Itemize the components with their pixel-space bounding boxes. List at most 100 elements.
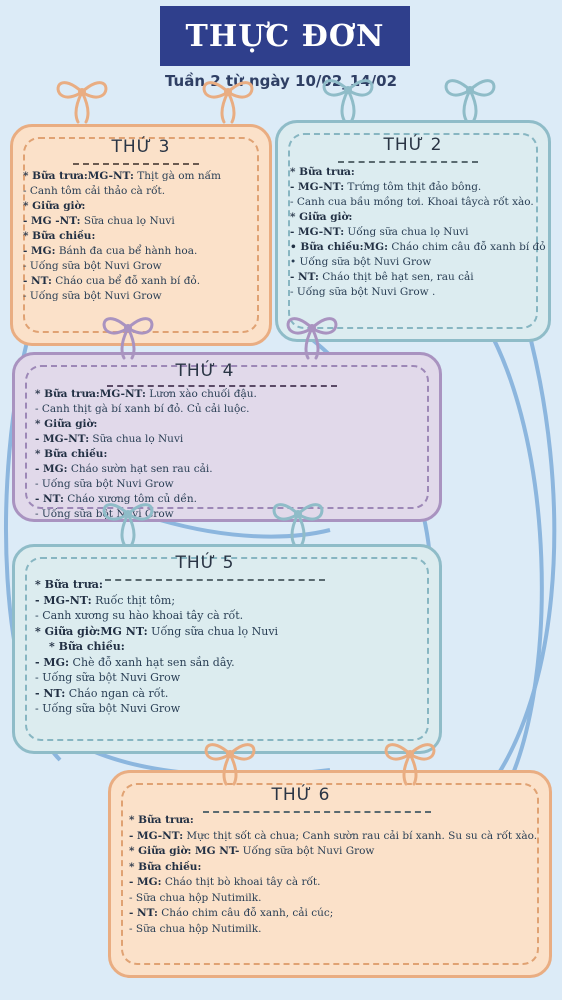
menu-line: - Uống sữa bột Nuvi Grow bbox=[23, 260, 162, 272]
menu-text: Trứng tôm thịt đảo bông. bbox=[344, 181, 482, 193]
menu-label: * Giữa giờ: MG NT- bbox=[129, 845, 240, 857]
menu-label: - MG-NT: bbox=[290, 226, 345, 238]
menu-text: Uống sữa bột Nuvi Grow bbox=[239, 845, 375, 857]
menu-label: * Bữa trưa:MG-NT: bbox=[35, 388, 146, 400]
menu-text: Cháo ngan cà rốt. bbox=[65, 686, 169, 700]
menu-line: - Canh tôm cải thảo cà rốt. bbox=[23, 185, 166, 197]
menu-text: Cháo chim câu đỗ xanh, cải cúc; bbox=[157, 907, 334, 919]
menu-label: - NT: bbox=[35, 686, 66, 700]
menu-text: Sữa chua lọ Nuvi bbox=[89, 433, 184, 445]
page-subtitle: Tuần 2 từ ngày 10/02_14/02 bbox=[164, 72, 398, 90]
menu-label: * Bữa chiều: bbox=[35, 448, 108, 460]
menu-line: • Uống sữa bột Nuvi Grow bbox=[290, 256, 432, 268]
day-title: THỨ 3 bbox=[111, 137, 171, 157]
menu-label: * Bữa chiều: bbox=[129, 860, 202, 873]
bow-ribbon-icon bbox=[56, 81, 108, 124]
bow-ribbon-icon bbox=[272, 503, 324, 546]
day-title: THỨ 5 bbox=[175, 553, 235, 573]
menu-label: * Bữa chiều: bbox=[23, 230, 96, 242]
title-underline bbox=[73, 163, 199, 165]
menu-line: - Sữa chua hộp Nutimilk. bbox=[129, 891, 262, 904]
day-menu: * Bữa trưa: - MG-NT: Mực thịt sốt cà chu… bbox=[129, 813, 537, 937]
menu-label: - MG-NT: bbox=[290, 181, 345, 193]
menu-line: - Canh xương su hào khoai tây cà rốt. bbox=[35, 609, 244, 622]
menu-line: - Uống sữa bột Nuvi Grow bbox=[35, 702, 181, 715]
bow-ribbon-icon bbox=[322, 79, 374, 122]
bow-ribbon-icon bbox=[204, 743, 256, 786]
menu-label: - NT: bbox=[290, 271, 319, 283]
day-card-thu6: THỨ 6 * Bữa trưa: - MG-NT: Mực thịt sốt … bbox=[108, 770, 552, 978]
menu-label: * Giữa giờ:MG NT: bbox=[35, 624, 148, 638]
menu-label: - MG: bbox=[35, 655, 70, 669]
menu-text: Cháo thịt bê hạt sen, rau cải bbox=[318, 271, 474, 283]
menu-line: - Uống sữa bột Nuvi Grow bbox=[23, 290, 162, 302]
menu-label: * Bữa trưa:MG-NT: bbox=[23, 170, 134, 182]
menu-label: * Bữa trưa: bbox=[129, 814, 194, 826]
menu-text: Bánh đa cua bể hành hoa. bbox=[55, 245, 198, 257]
menu-label: - MG-NT: bbox=[129, 829, 184, 842]
menu-text: Thịt gà om nấm bbox=[133, 170, 221, 182]
menu-line: - Sữa chua hộp Nutimilk. bbox=[129, 922, 262, 935]
menu-label: - MG: bbox=[35, 463, 68, 475]
title-underline bbox=[203, 811, 431, 813]
day-card-thu3: THỨ 3 * Bữa trưa:MG-NT: Thịt gà om nấm -… bbox=[10, 124, 272, 346]
page-title-banner: THỰC ĐƠN bbox=[160, 6, 410, 66]
menu-text: Uống sữa chua lọ Nuvi bbox=[147, 624, 279, 638]
menu-text: Cháo cua bể đỗ xanh bí đỏ. bbox=[51, 275, 201, 287]
day-menu: * Bữa trưa: - MG-NT: Trứng tôm thịt đảo … bbox=[290, 165, 546, 300]
menu-text: Chè đỗ xanh hạt sen sắn dây. bbox=[69, 655, 235, 669]
bow-ribbon-icon bbox=[102, 317, 154, 360]
menu-line: - Uống sữa bột Nuvi Grow bbox=[35, 671, 181, 684]
menu-text: Ruốc thịt tôm; bbox=[91, 593, 176, 607]
day-title: THỨ 4 bbox=[175, 361, 235, 381]
menu-line: - Canh thịt gà bí xanh bí đỏ. Củ cải luộ… bbox=[35, 403, 250, 415]
bow-ribbon-icon bbox=[286, 317, 338, 360]
day-menu: * Bữa trưa:MG-NT: Thịt gà om nấm - Canh … bbox=[23, 169, 221, 304]
menu-label: - MG: bbox=[23, 245, 56, 257]
day-card-thu5: THỨ 5 * Bữa trưa: - MG-NT: Ruốc thịt tôm… bbox=[12, 544, 442, 754]
menu-label: * Bữa trưa: bbox=[35, 578, 103, 591]
menu-text: Cháo chim câu đỗ xanh bí đỏ bbox=[388, 241, 546, 253]
day-title: THỨ 2 bbox=[383, 135, 443, 155]
menu-label: • Bữa chiều:MG: bbox=[290, 241, 389, 253]
menu-text: Cháo xương tôm củ dền. bbox=[63, 493, 197, 505]
menu-label: - MG-NT: bbox=[35, 593, 92, 607]
bow-ribbon-icon bbox=[102, 503, 154, 546]
title-underline bbox=[107, 385, 337, 387]
menu-line: - Uống sữa bột Nuvi Grow bbox=[35, 478, 174, 490]
day-menu: * Bữa trưa: - MG-NT: Ruốc thịt tôm; - Ca… bbox=[35, 577, 278, 717]
menu-label: * Bữa chiều: bbox=[49, 640, 125, 653]
menu-label: * Giữa giờ: bbox=[35, 418, 98, 430]
menu-text: Cháo thịt bò khoai tây cà rốt. bbox=[161, 876, 321, 888]
title-underline bbox=[105, 579, 325, 581]
card-dashed-border bbox=[25, 557, 429, 741]
day-card-thu2: THỨ 2 * Bữa trưa: - MG-NT: Trứng tôm thị… bbox=[275, 120, 551, 342]
card-dashed-border bbox=[288, 133, 538, 329]
page-title: THỰC ĐƠN bbox=[185, 18, 385, 54]
bow-ribbon-icon bbox=[384, 743, 436, 786]
menu-text: Cháo sườn hạt sen rau cải. bbox=[67, 463, 213, 475]
menu-line: - Canh cua bầu mồng tơi. Khoai tâycà rốt… bbox=[290, 196, 534, 208]
menu-text: Sữa chua lọ Nuvi bbox=[80, 215, 175, 227]
bow-ribbon-icon bbox=[202, 81, 254, 124]
bow-ribbon-icon bbox=[444, 79, 496, 122]
menu-line: - Uống sữa bột Nuvi Grow . bbox=[290, 286, 436, 298]
menu-label: * Giữa giờ: bbox=[23, 200, 86, 212]
day-menu: * Bữa trưa:MG-NT: Lươn xào chuối đậu. - … bbox=[35, 387, 257, 522]
menu-label: - MG-NT: bbox=[35, 433, 90, 445]
card-dashed-border bbox=[25, 365, 429, 509]
title-underline bbox=[338, 161, 478, 163]
menu-label: - MG: bbox=[129, 876, 162, 888]
menu-label: - MG -NT: bbox=[23, 215, 81, 227]
card-dashed-border bbox=[121, 783, 539, 965]
day-card-thu4: THỨ 4 * Bữa trưa:MG-NT: Lươn xào chuối đ… bbox=[12, 352, 442, 522]
menu-label: - NT: bbox=[129, 907, 158, 919]
menu-label: - NT: bbox=[23, 275, 52, 287]
menu-label: - NT: bbox=[35, 493, 64, 505]
day-title: THỨ 6 bbox=[271, 785, 331, 805]
menu-label: * Giữa giờ: bbox=[290, 211, 353, 223]
menu-text: Uống sữa chua lọ Nuvi bbox=[344, 226, 469, 238]
menu-text: Lươn xào chuối đậu. bbox=[145, 388, 257, 400]
menu-text: Mực thịt sốt cà chua; Canh sườn rau cải … bbox=[183, 829, 538, 842]
menu-label: * Bữa trưa: bbox=[290, 166, 355, 178]
